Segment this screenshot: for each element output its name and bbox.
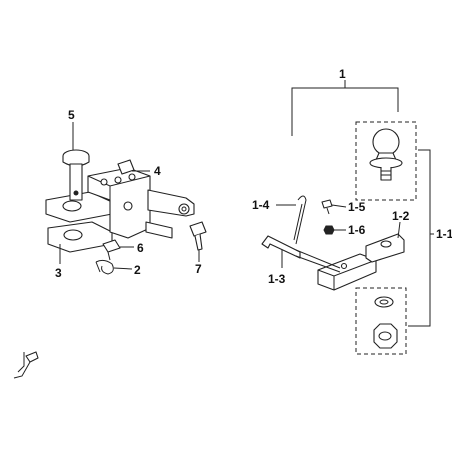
- label-7: 7: [195, 262, 202, 276]
- ball-mount-assembly: [261, 80, 434, 355]
- label-1: 1: [339, 67, 346, 81]
- rear-arm: [145, 189, 195, 239]
- label-2: 2: [134, 263, 141, 277]
- wiring-connector-icon: [13, 351, 39, 379]
- leader-1-1-bracket: [408, 149, 431, 327]
- label-5: 5: [68, 108, 75, 122]
- lock-washer: [374, 296, 394, 308]
- lower-clevis-plate: [47, 221, 113, 253]
- label-1-2: 1-2: [392, 209, 410, 223]
- nut-group-box: [355, 287, 407, 355]
- hitch-bracket-assembly: [45, 149, 207, 275]
- label-4: 4: [154, 164, 161, 178]
- hex-nut: [373, 323, 398, 349]
- label-6: 6: [137, 241, 144, 255]
- right-leader-lines: [276, 204, 401, 268]
- leader-1-bracket: [291, 87, 399, 136]
- snap-clip-2: [95, 259, 114, 275]
- hitch-pin: [261, 235, 341, 273]
- label-1-3: 1-3: [268, 272, 286, 286]
- label-1-4: 1-4: [252, 198, 270, 212]
- clevis-pin: [62, 149, 90, 201]
- nut-1-6: [323, 225, 335, 235]
- label-1-6: 1-6: [348, 223, 366, 237]
- label-1-5: 1-5: [348, 200, 366, 214]
- bolt-7: [189, 221, 207, 251]
- screw-1-5: [321, 199, 333, 215]
- label-1-1: 1-1: [436, 227, 452, 241]
- tow-ball: [369, 128, 403, 181]
- receiver-drawbar: [317, 233, 405, 291]
- r-clip: [293, 195, 307, 245]
- main-bracket-body: [87, 159, 151, 239]
- ball-group-box: [355, 121, 417, 201]
- label-3: 3: [55, 266, 62, 280]
- callout-labels: 5 4 3 6 2 7 1 1-1 1-2 1-3 1-4 1-5 1-6: [55, 67, 452, 286]
- bolt-6: [102, 239, 121, 261]
- left-leader-lines: [59, 122, 200, 270]
